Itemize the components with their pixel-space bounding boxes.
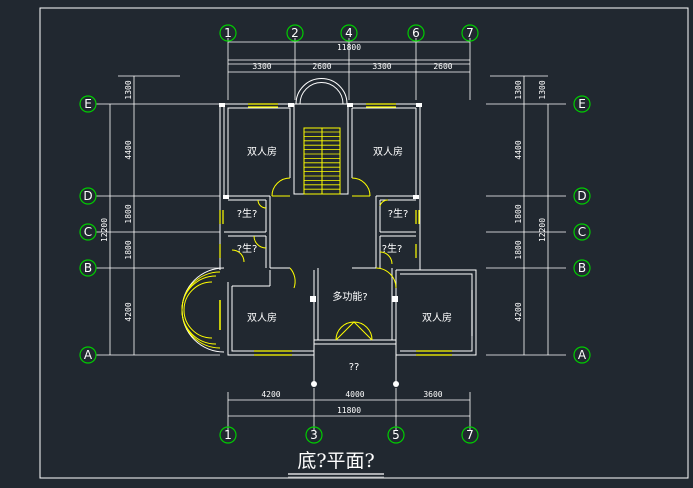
left-dimension-1: 1300 [124,80,133,99]
right-dimension-3: 1800 [514,204,523,223]
windows [219,103,473,356]
bottom-dimension-3: 3600 [423,390,442,399]
right-total-dimension: 12200 [538,218,547,242]
axis-label-bottom-1: 1 [224,428,232,442]
axis-label-top-2: 2 [291,26,299,40]
west-bay-window [181,267,225,353]
left-dimension-5: 4200 [124,302,133,321]
top-dimension-chain [227,38,471,100]
left-total-dimension: 12200 [100,218,109,242]
axis-label-right-D: D [577,189,586,203]
top-axis-bubbles [219,24,479,42]
top-dimension-2: 2600 [312,62,331,71]
axis-label-right-A: A [578,348,587,362]
axis-label-right-B: B [578,261,586,275]
room-label-wc-w1: ?生? [237,207,258,220]
right-dimension-2: 4400 [514,140,523,159]
staircase [303,127,341,195]
axis-label-left-C: C [84,225,92,239]
bottom-dimension-2: 4000 [345,390,364,399]
axis-label-top-3: 4 [345,26,353,40]
axis-label-left-B: B [84,261,92,275]
axis-label-bottom-4: 7 [466,428,474,442]
axis-label-bottom-2: 3 [310,428,318,442]
room-label-bedroom-se: 双人房 [422,311,452,324]
room-label-hall: 多功能? [332,290,367,303]
column-markers [219,103,422,387]
right-top-dimension: 1300 [538,80,547,99]
building-walls [219,78,477,384]
room-label-entrance: ?? [349,362,360,373]
axis-label-top-5: 7 [466,26,474,40]
left-dimension-chain [96,75,220,356]
axis-label-bottom-3: 5 [392,428,400,442]
left-dimension-2: 4400 [124,140,133,159]
top-dimension-3: 3300 [372,62,391,71]
bottom-dimension-1: 4200 [261,390,280,399]
left-dimension-3: 1800 [124,204,133,223]
right-dimension-chain [486,75,566,356]
right-dimension-5: 4200 [514,302,523,321]
axis-label-top-1: 1 [224,26,232,40]
axis-label-left-A: A [84,348,93,362]
room-label-bedroom-ne: 双人房 [373,145,403,158]
room-label-wc-e1: ?生? [388,207,409,220]
bottom-total-dimension: 11800 [337,406,361,415]
room-label-wc-w2: ?生? [237,242,258,255]
room-label-bedroom-sw: 双人房 [247,311,277,324]
room-label-wc-e2: ?生? [382,242,403,255]
left-dimension-4: 1800 [124,240,133,259]
right-dimension-4: 1800 [514,240,523,259]
top-dimension-1: 3300 [252,62,271,71]
top-dimension-4: 2600 [433,62,452,71]
drawing-frame [39,7,689,479]
right-dimension-1: 1300 [514,80,523,99]
top-total-dimension: 11800 [337,43,361,52]
drawing-title: 底?平面? [297,450,374,472]
doors [231,177,397,341]
axis-label-right-C: C [578,225,586,239]
bottom-axis-bubbles [219,426,479,444]
room-label-bedroom-nw: 双人房 [247,145,277,158]
axis-label-right-E: E [578,97,586,111]
axis-label-left-E: E [84,97,92,111]
right-axis-bubbles [573,95,591,364]
bottom-dimension-chain [227,388,471,430]
axis-label-left-D: D [83,189,92,203]
left-axis-bubbles [79,95,97,364]
axis-label-top-4: 6 [412,26,420,40]
